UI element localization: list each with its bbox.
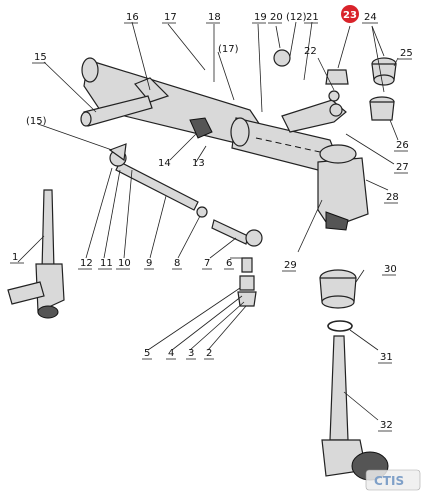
left-steering-knuckle (7, 189, 65, 319)
callout-22: 22 (304, 46, 317, 57)
callout-24: 24 (364, 12, 377, 23)
callout-7: 7 (204, 258, 210, 269)
ball-stud-assembly (237, 257, 257, 307)
callout-13: 13 (192, 158, 205, 169)
label-underlines (10, 22, 412, 432)
nut-20 (273, 49, 291, 67)
callout-16: 16 (126, 12, 139, 23)
watermark-logo: CTIS (365, 469, 421, 491)
nut-23 (325, 69, 349, 85)
callout-5: 5 (144, 348, 150, 359)
callout-11: 11 (100, 258, 113, 269)
callout-18: 18 (208, 12, 221, 23)
callout-labels: 1 2 3 4 5 6 7 8 9 10 11 12 13 14 15 (15)… (12, 5, 413, 431)
callout-15: 15 (34, 52, 47, 63)
callout-12: 12 (80, 258, 93, 269)
callout-29: 29 (284, 260, 297, 271)
ball-joint-8 (196, 206, 208, 218)
callout-10: 10 (118, 258, 131, 269)
right-steering-knuckle (321, 335, 389, 481)
callout-20: 20 (270, 12, 283, 23)
callout-32: 32 (380, 420, 393, 431)
bushing-26 (369, 96, 395, 121)
callout-31: 31 (380, 352, 393, 363)
callout-19: 19 (254, 12, 267, 23)
pitman-arm (281, 99, 347, 133)
callout-14: 14 (158, 158, 171, 169)
cap-30 (319, 269, 357, 309)
callout-8: 8 (174, 258, 180, 269)
steering-box (317, 144, 369, 231)
callout-28: 28 (386, 192, 399, 203)
rack-housing (230, 117, 339, 171)
seal-ring-31 (327, 320, 353, 332)
callout-6: 6 (226, 258, 232, 269)
callout-23-highlight (341, 5, 359, 23)
callout-25: 25 (400, 48, 413, 59)
washer-22 (328, 90, 340, 102)
callout-30: 30 (384, 264, 397, 275)
tie-rod (108, 143, 199, 211)
callout-15-ref: (15) (26, 116, 47, 127)
tie-rod-end-7 (211, 219, 263, 247)
leader-lines (17, 21, 399, 421)
callout-21: 21 (306, 12, 319, 23)
callout-23: 23 (343, 10, 357, 21)
callout-2: 2 (206, 348, 212, 359)
callout-17-ref: (17) (218, 44, 239, 55)
watermark-text: CTIS (374, 474, 404, 488)
callout-3: 3 (188, 348, 194, 359)
callout-9: 9 (146, 258, 152, 269)
callout-27: 27 (396, 162, 409, 173)
callout-12-ref: (12) (286, 12, 307, 23)
pivot-pin (80, 95, 153, 127)
callout-1: 1 (12, 252, 18, 263)
callout-17: 17 (164, 12, 177, 23)
callout-4: 4 (168, 348, 174, 359)
bushing-25 (371, 57, 397, 86)
axle-beam (81, 57, 263, 147)
callout-26: 26 (396, 140, 409, 151)
